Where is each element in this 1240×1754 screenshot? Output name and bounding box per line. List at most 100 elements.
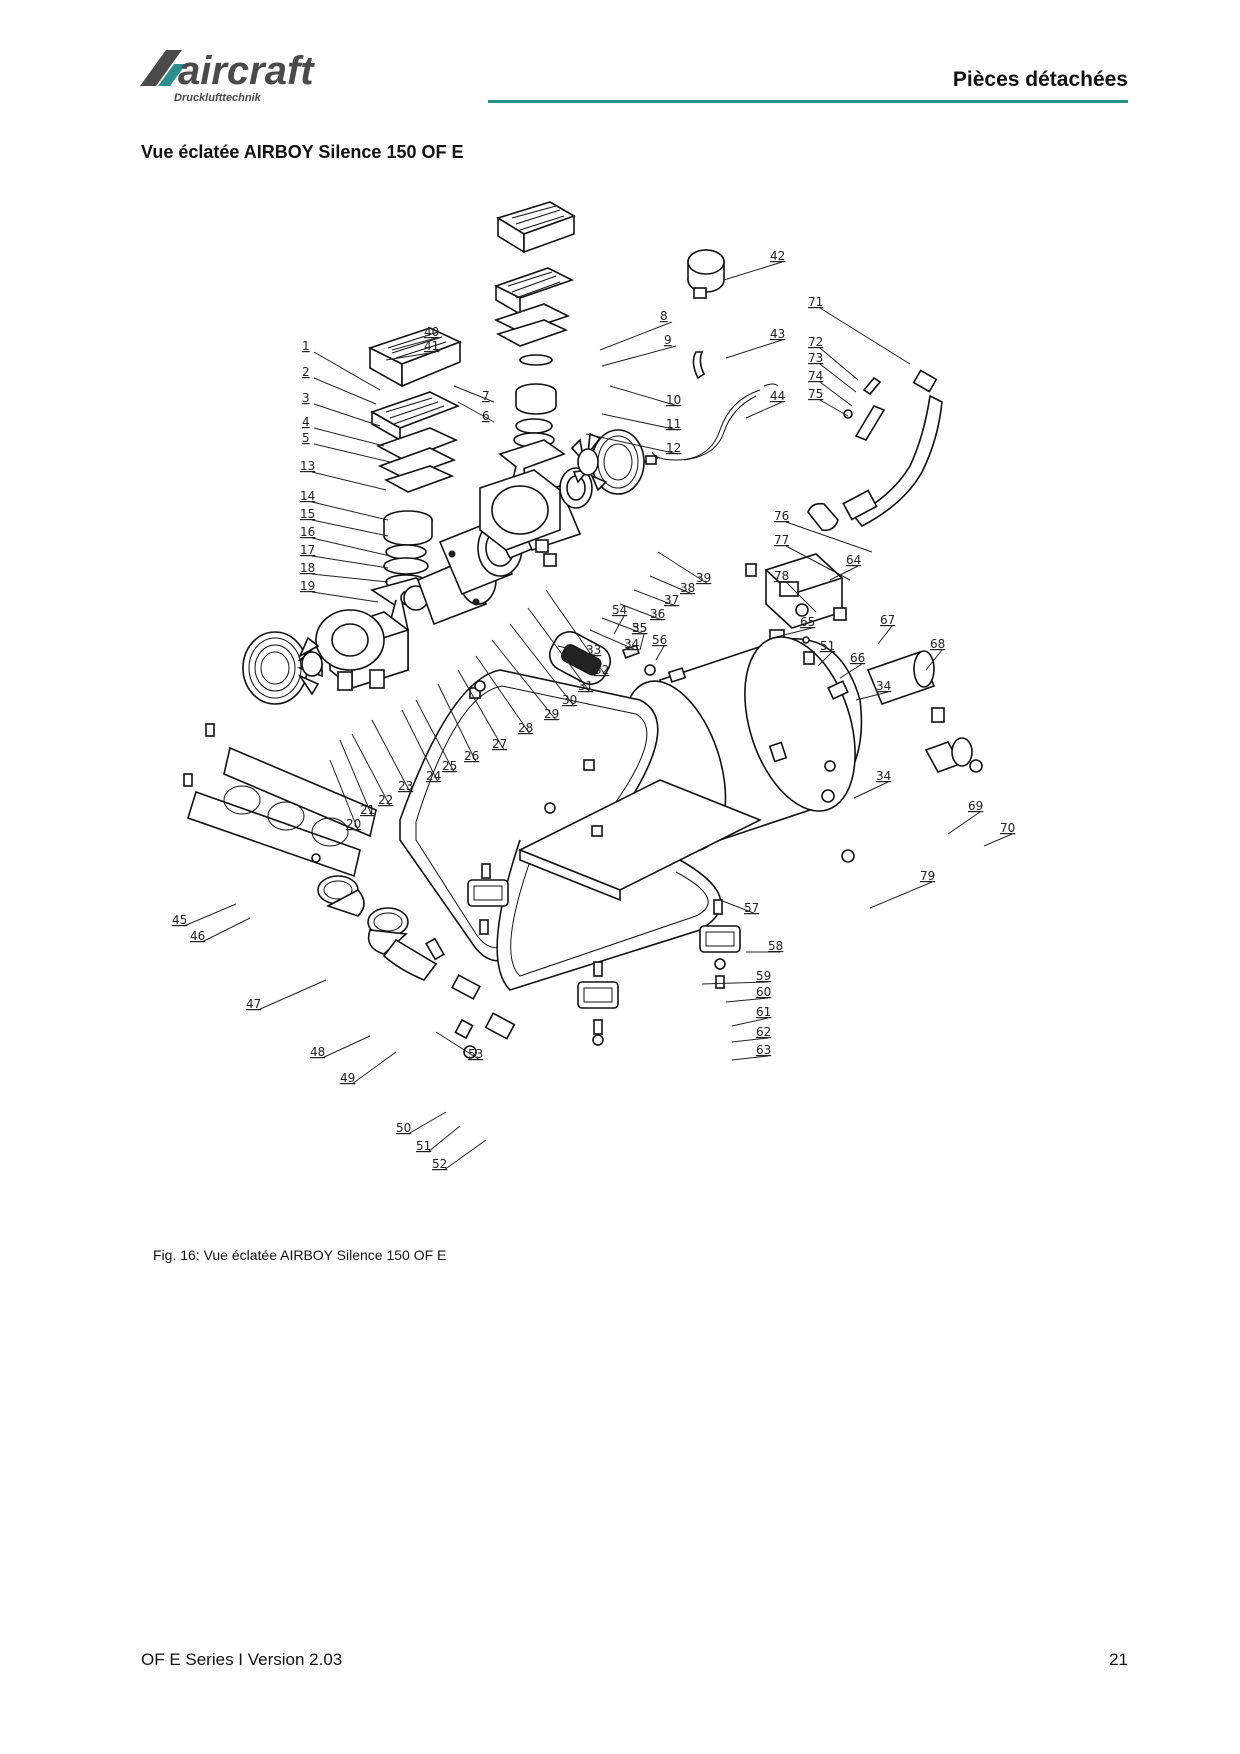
callout-leader-line	[619, 603, 663, 621]
callout-leader-line	[785, 581, 817, 613]
handle-grip	[548, 631, 656, 685]
right-head-assembly	[479, 201, 593, 567]
part-number-label: 14	[300, 489, 315, 503]
callout-leader-line	[311, 519, 389, 537]
callout-leader-line	[771, 627, 813, 639]
callout-leader-line	[877, 625, 893, 645]
callout-leader-line	[329, 759, 359, 831]
part-number-label: 12	[666, 441, 681, 455]
callout-leader-line	[435, 1031, 481, 1061]
rubber-feet	[467, 863, 741, 1046]
power-cable	[643, 383, 779, 465]
part-number-label: 56	[652, 633, 667, 647]
logo-subtitle: Drucklufttechnik	[174, 92, 262, 104]
part-number-label: 29	[544, 707, 559, 721]
callout-leader-line	[855, 691, 889, 701]
part-number-label: 9	[664, 333, 672, 347]
callout-leader-line	[869, 881, 933, 909]
callout-leader-line	[853, 781, 889, 799]
part-number-label: 32	[594, 663, 609, 677]
check-valve-parts	[802, 636, 983, 773]
callout-leader-line	[321, 1035, 371, 1059]
callout-leader-line	[351, 733, 391, 807]
callout-leader-line	[731, 1017, 769, 1027]
callout-leader-line	[925, 649, 943, 671]
page-header-title: Pièces détachées	[952, 68, 1128, 91]
callout-leader-line	[475, 655, 531, 735]
part-number-label: 24	[426, 769, 441, 783]
part-number-label: 45	[172, 913, 187, 927]
section-title: Vue éclatée AIRBOY Silence 150 OF E	[141, 142, 464, 162]
part-number-label: 71	[808, 295, 823, 309]
callout-leader-line	[609, 385, 679, 407]
part-number-label: 4	[302, 415, 310, 429]
part-number-label: 22	[378, 793, 393, 807]
callout-leader-line	[557, 645, 599, 657]
part-number-label: 39	[696, 571, 711, 585]
part-number-label: 51	[416, 1139, 431, 1153]
pressure-switch	[745, 553, 847, 643]
outlet-pipe	[692, 351, 706, 380]
part-number-label: 46	[190, 929, 205, 943]
callout-leader-line	[589, 629, 637, 651]
part-number-label: 11	[666, 417, 681, 431]
part-number-label: 18	[300, 561, 315, 575]
page-number: 21	[1109, 1650, 1128, 1669]
part-number-label: 36	[650, 607, 665, 621]
part-number-label: 51	[820, 639, 835, 653]
callout-leader-line	[311, 471, 387, 491]
callout-leader-line	[311, 573, 389, 583]
callout-leader-line	[311, 501, 389, 521]
part-number-label: 78	[774, 569, 789, 583]
callout-leader-line	[391, 337, 437, 351]
callout-leader-line	[457, 669, 505, 751]
callout-leader-line	[649, 575, 693, 595]
part-number-label: 47	[246, 997, 261, 1011]
part-number-label: 73	[808, 351, 823, 365]
callout-leader-line	[407, 1111, 447, 1135]
part-number-label: 55	[632, 621, 647, 635]
part-number-label: 7	[482, 389, 490, 403]
part-number-label: 15	[300, 507, 315, 521]
regulator-bracket	[183, 723, 377, 878]
part-number-label: 31	[578, 679, 593, 693]
part-number-label: 64	[846, 553, 861, 567]
part-number-label: 27	[492, 737, 507, 751]
callout-leader-line	[731, 1037, 769, 1043]
callout-leader-line	[785, 545, 851, 581]
pressure-hose	[807, 369, 943, 532]
callout-leader-line	[401, 709, 439, 783]
callout-leader-line	[509, 623, 575, 707]
part-number-label: 76	[774, 509, 789, 523]
callout-leader-line	[819, 399, 849, 417]
footer-series-version: OF E Series I Version 2.03	[141, 1650, 343, 1669]
part-number-label: 67	[880, 613, 895, 627]
part-number-label: 53	[468, 1047, 483, 1061]
callout-leader-line	[313, 351, 381, 391]
air-filter	[687, 249, 725, 299]
part-number-label: 3	[302, 391, 310, 405]
callout-leader-line	[385, 351, 437, 361]
part-number-labels: 1234567891011121314151617181920212223242…	[172, 249, 1015, 1171]
part-number-label: 44	[770, 389, 785, 403]
callout-leader-line	[601, 413, 679, 431]
callout-leader-line	[201, 917, 251, 943]
part-number-label: 6	[482, 409, 490, 423]
part-number-label: 5	[302, 431, 310, 445]
part-number-label: 20	[346, 817, 361, 831]
callout-leader-line	[839, 663, 863, 679]
part-number-label: 1	[302, 339, 310, 353]
callout-leader-line	[527, 607, 591, 693]
callout-leader-line	[657, 551, 709, 585]
exploded-view-svg: 1234567891011121314151617181920212223242…	[172, 201, 1015, 1171]
aircraft-logo-mark: aircraft Drucklufttechnik	[140, 49, 315, 104]
callout-leader-line	[639, 633, 645, 651]
callout-leader-line	[545, 589, 607, 677]
callout-leader-line	[313, 403, 381, 427]
part-number-label: 40	[424, 325, 439, 339]
callout-leader-line	[311, 555, 389, 569]
callout-leader-line	[601, 617, 645, 635]
part-number-label: 21	[360, 803, 375, 817]
part-number-label: 37	[664, 593, 679, 607]
callout-leader-line	[725, 997, 769, 1003]
